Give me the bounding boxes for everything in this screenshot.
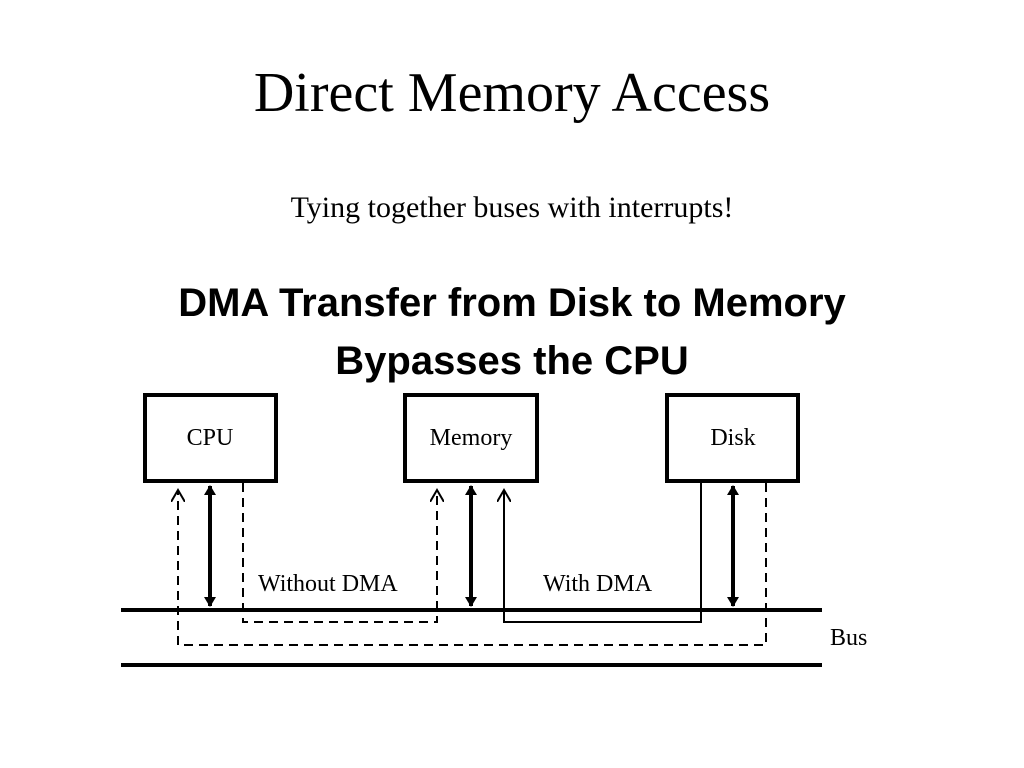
disk-box-label: Disk	[710, 425, 755, 451]
cpu-box-label: CPU	[187, 425, 234, 451]
bus-label: Bus	[830, 625, 867, 651]
without-dma-label: Without DMA	[258, 571, 398, 597]
diagram-heading-line1: DMA Transfer from Disk to Memory	[178, 281, 846, 325]
with-dma-label: With DMA	[543, 571, 653, 597]
slide-title: Direct Memory Access	[253, 62, 771, 124]
with-dma-path-disk-to-memory	[504, 483, 702, 623]
diagram-heading-line2: Bypasses the CPU	[335, 339, 688, 383]
without-dma-path-cpu-to-memory	[242, 483, 437, 623]
slide-subtitle: Tying together buses with interrupts!	[290, 191, 734, 224]
disk-box	[665, 393, 800, 483]
cpu-box	[143, 393, 278, 483]
memory-box-label: Memory	[430, 425, 513, 451]
memory-box	[403, 393, 539, 483]
without-dma-path-disk-to-cpu	[178, 483, 767, 646]
